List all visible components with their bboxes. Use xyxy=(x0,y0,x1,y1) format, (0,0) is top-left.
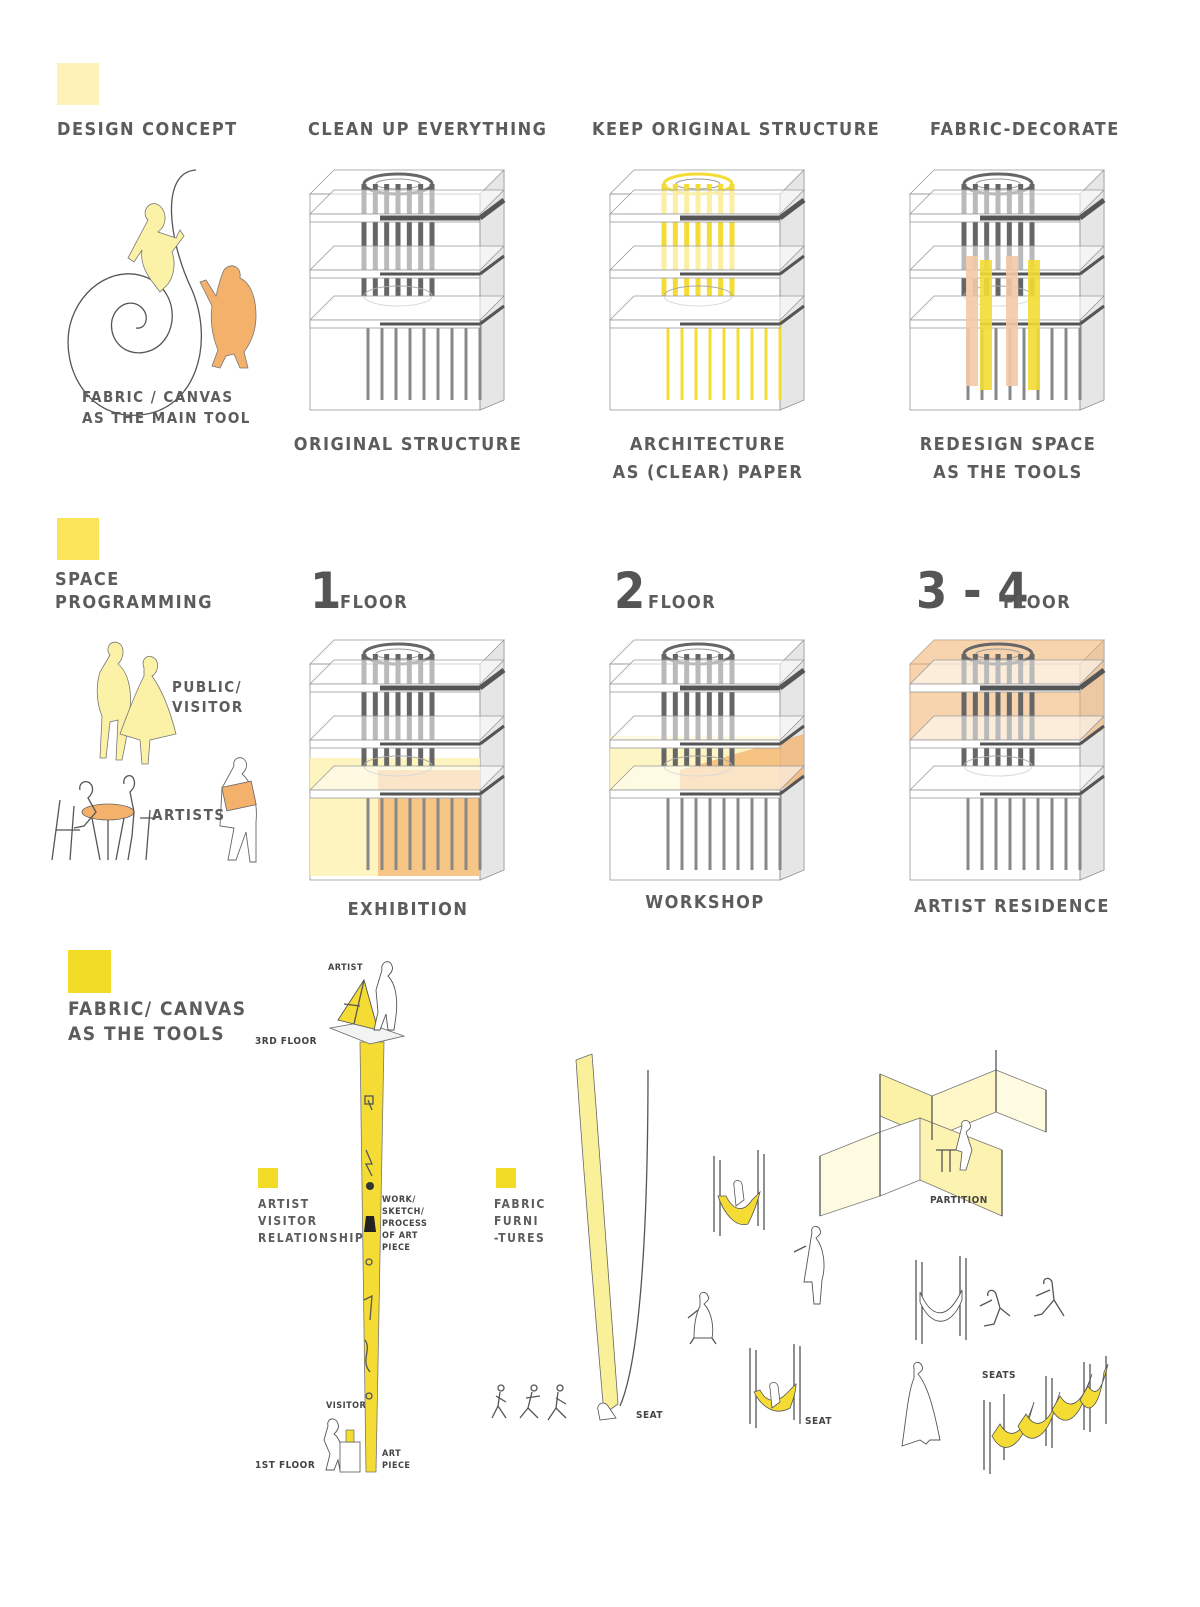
swatch-light xyxy=(57,63,99,105)
swatch-mid xyxy=(57,518,99,560)
building-floor-3-4 xyxy=(909,639,1106,881)
swatch-strong xyxy=(68,950,111,993)
building-fabric-decorate xyxy=(909,169,1106,411)
work-note-3: PROCESS xyxy=(382,1219,427,1229)
concept-caption-line-1: FABRIC / CANVAS xyxy=(82,388,234,406)
label-seats: SEATS xyxy=(982,1370,1016,1381)
caption-architecture: ARCHITECTURE xyxy=(630,434,786,455)
floor-unit-3-4: FLOOR xyxy=(1003,592,1071,613)
tools-title-line-2: AS THE TOOLS xyxy=(68,1023,225,1045)
concept-title-fabric-decorate: FABRIC-DECORATE xyxy=(930,119,1120,140)
building-floor-1 xyxy=(309,639,506,881)
floor-number-3-4: 3 - 4 xyxy=(916,562,1029,620)
building-clear-paper xyxy=(609,169,806,411)
building-floor-2 xyxy=(609,639,806,881)
concept-section-title: DESIGN CONCEPT xyxy=(57,119,238,140)
building-original-structure xyxy=(309,169,506,411)
floor-number-1: 1 xyxy=(310,562,341,620)
caption-as-the-tools: AS THE TOOLS xyxy=(933,462,1083,483)
label-partition: PARTITION xyxy=(930,1195,988,1206)
artists-figures xyxy=(51,757,257,863)
hammock-white xyxy=(915,1256,1065,1344)
walking-robed-figure xyxy=(901,1361,941,1447)
tools-title-line-1: FABRIC/ CANVAS xyxy=(68,998,247,1020)
programming-title-line-1: SPACE xyxy=(55,569,120,590)
programming-title-line-2: PROGRAMMING xyxy=(55,592,213,613)
hammock-chair-lower xyxy=(749,1344,801,1428)
relationship-title-2: VISITOR xyxy=(258,1214,318,1228)
relationship-title-1: ARTIST xyxy=(258,1197,310,1211)
partition xyxy=(819,1050,1047,1217)
hammock-chair-upper xyxy=(713,1150,765,1236)
label-visitor: VISITOR xyxy=(172,698,244,716)
work-note-2: SKETCH/ xyxy=(382,1207,424,1217)
strip-label-art: ART xyxy=(382,1449,401,1459)
caption-exhibition: EXHIBITION xyxy=(348,899,469,920)
relationship-swatch xyxy=(258,1168,278,1188)
label-artists: ARTISTS xyxy=(152,806,226,824)
strip-label-visitor: VISITOR xyxy=(326,1401,367,1411)
strip-label-3rd-floor: 3RD FLOOR xyxy=(255,1036,317,1047)
furniture-title-1: FABRIC xyxy=(494,1197,546,1211)
visitor-figures xyxy=(96,641,177,765)
floor-number-2: 2 xyxy=(614,562,645,620)
seats-row xyxy=(983,1356,1109,1474)
artist-figure-yellow xyxy=(127,203,185,293)
caption-redesign-space: REDESIGN SPACE xyxy=(920,434,1097,455)
caption-workshop: WORKSHOP xyxy=(645,892,765,913)
floor-unit-1: FLOOR xyxy=(340,592,408,613)
strip-label-piece: PIECE xyxy=(382,1461,410,1471)
work-note-1: WORK/ xyxy=(382,1195,416,1205)
strip-label-artist: ARTIST xyxy=(328,963,363,973)
furniture-swatch xyxy=(496,1168,516,1188)
floor-unit-2: FLOOR xyxy=(648,592,716,613)
furniture-title-2: FURNI xyxy=(494,1214,539,1228)
relationship-title-3: RELATIONSHIP xyxy=(258,1231,364,1245)
label-public: PUBLIC/ xyxy=(172,678,242,696)
label-seat-1: SEAT xyxy=(636,1410,663,1421)
concept-title-clean-up: CLEAN UP EVERYTHING xyxy=(308,119,547,140)
concept-title-keep-structure: KEEP ORIGINAL STRUCTURE xyxy=(592,119,880,140)
caption-clear-paper: AS (CLEAR) PAPER xyxy=(613,462,804,483)
artist-figure-orange xyxy=(199,265,257,369)
walking-figures xyxy=(491,1384,567,1421)
artist-visitor-strip xyxy=(323,961,406,1473)
standing-figures xyxy=(687,1225,825,1345)
concept-caption-line-2: AS THE MAIN TOOL xyxy=(82,409,251,427)
hanging-fabric-seat xyxy=(491,1053,649,1421)
label-seat-2: SEAT xyxy=(805,1416,832,1427)
work-note-5: PIECE xyxy=(382,1243,410,1253)
work-note-4: OF ART xyxy=(382,1231,418,1241)
caption-artist-residence: ARTIST RESIDENCE xyxy=(914,896,1110,917)
furniture-title-3: -TURES xyxy=(494,1231,545,1245)
caption-original-structure: ORIGINAL STRUCTURE xyxy=(294,434,523,455)
spiral-sketch xyxy=(67,169,257,416)
strip-label-1st-floor: 1ST FLOOR xyxy=(255,1460,315,1471)
